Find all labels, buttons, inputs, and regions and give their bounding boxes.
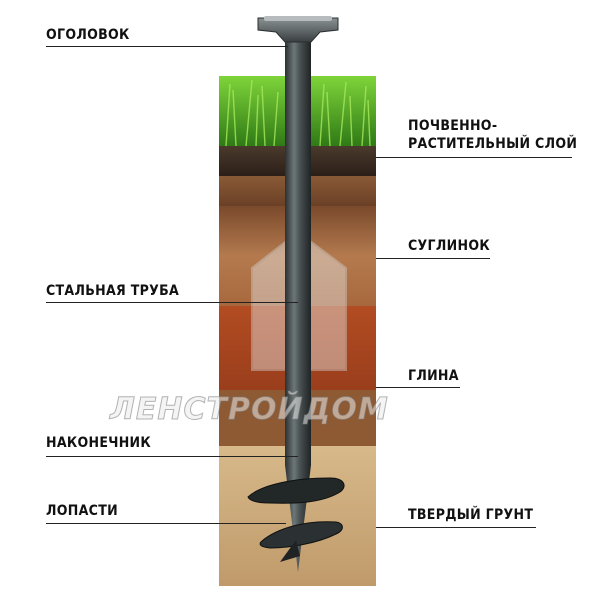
label-head: ОГОЛОВОК [46,27,130,43]
leader-line-hard-ground [376,527,536,528]
pile-blade-fin [280,540,300,562]
label-soil-top: ПОЧВЕННО- [408,118,498,134]
label-tip: НАКОНЕЧНИК [46,435,151,451]
leader-line-steel-pipe [46,302,298,303]
label-soil-bottom: РАСТИТЕЛЬНЫЙ СЛОЙ [408,136,578,152]
leader-line-blades [46,523,286,524]
screw-pile [247,16,345,572]
leader-line-tip [46,456,298,457]
watermark-logo: ЛЕНСТРОЙДОМ [110,392,389,428]
leader-line-soil [376,157,572,158]
label-steel-pipe: СТАЛЬНАЯ ТРУБА [46,283,180,299]
leader-line-head [46,46,288,47]
pile-head-plate-top [264,16,332,21]
pile-blade-lower [259,521,343,549]
leader-line-loam [376,258,490,259]
label-clay: ГЛИНА [408,368,459,384]
pile-head-cap [257,17,339,43]
label-blades: ЛОПАСТИ [46,503,118,519]
label-hard-ground: ТВЕРДЫЙ ГРУНТ [408,507,534,523]
leader-line-clay [376,387,460,388]
steel-pipe [285,40,311,465]
grass-blades [225,79,371,147]
pile-blade-upper [247,477,345,504]
label-loam: СУГЛИНОК [408,238,490,254]
